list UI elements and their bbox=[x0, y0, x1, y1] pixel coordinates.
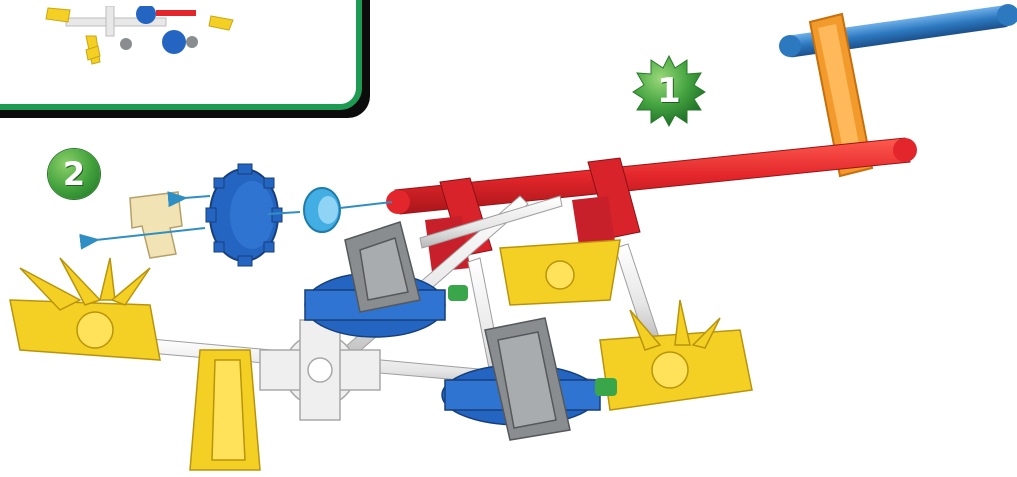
loose-blue-gear bbox=[206, 164, 282, 266]
yellow-connector-left bbox=[10, 258, 160, 360]
step-1-number: 1 bbox=[657, 71, 681, 111]
yellow-connector-middle bbox=[500, 240, 620, 305]
light-blue-spacer bbox=[304, 188, 340, 232]
yellow-connector-right bbox=[600, 300, 752, 410]
yellow-connector-bottom bbox=[190, 350, 260, 470]
green-spacer-left bbox=[448, 285, 468, 301]
step-2-number: 2 bbox=[63, 155, 85, 193]
tan-end-connector bbox=[130, 192, 182, 258]
green-spacer-right bbox=[595, 378, 617, 396]
